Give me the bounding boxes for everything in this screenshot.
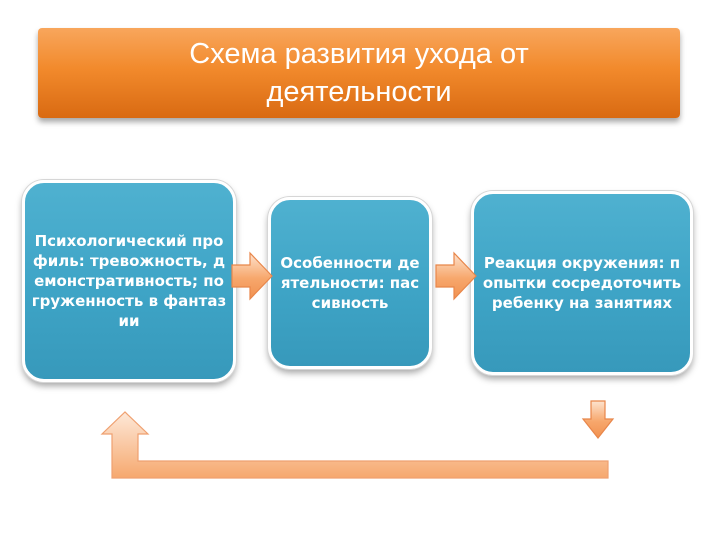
title-banner: Схема развития ухода от деятельности [38,28,680,118]
arrow-down-icon [581,400,615,439]
box-environment-reaction: Реакция окружения: попытки сосредоточить… [471,191,693,375]
box-activity-features: Особенности деятельности: пассивность [268,197,432,369]
page-title: Схема развития ухода от деятельности [189,38,529,108]
box-environment-reaction-text: Реакция окружения: попытки сосредоточить… [482,254,682,312]
arrow-right-icon [435,251,477,301]
arrow-right-icon [231,251,273,301]
feedback-loop-arrow-icon [100,411,609,479]
box-activity-features-text: Особенности деятельности: пассивность [280,254,420,312]
box-psychological-profile-text: Психологический профиль: тревожность, де… [31,232,227,330]
